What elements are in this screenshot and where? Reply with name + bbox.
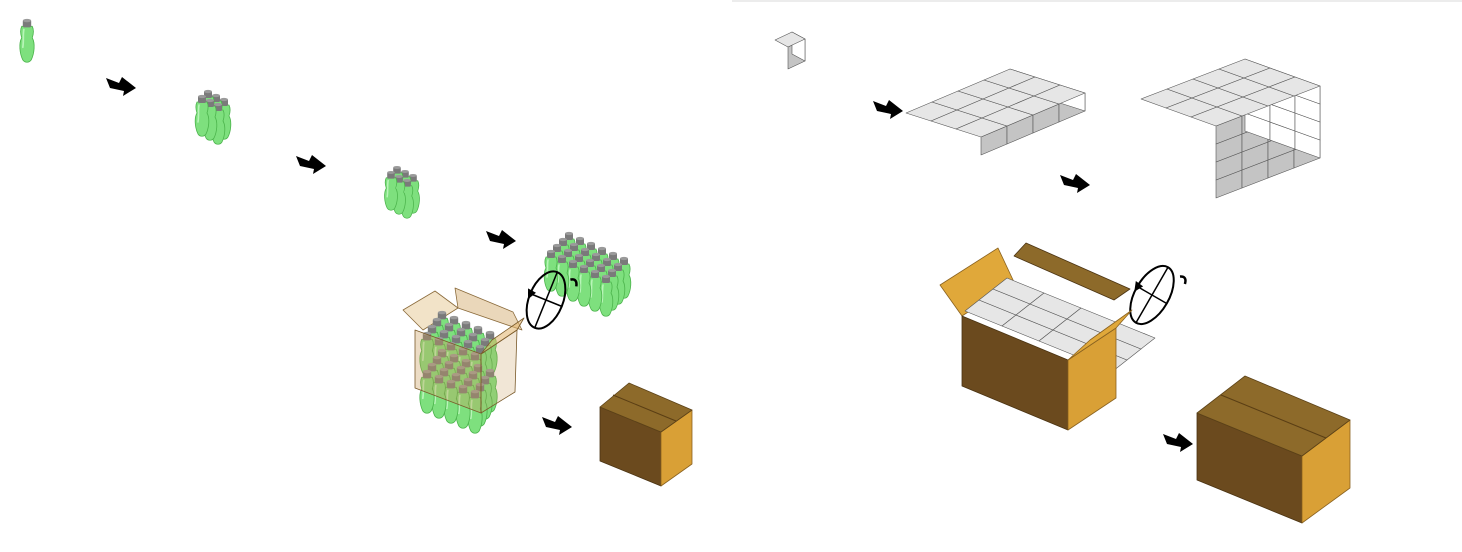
arrow-right-icon xyxy=(486,230,516,249)
bottle xyxy=(455,384,471,429)
rotate-icon xyxy=(525,270,578,330)
bottle xyxy=(543,249,559,292)
sealed-case-left xyxy=(599,382,693,487)
rotate-icon xyxy=(1129,265,1187,325)
arrow-right-icon xyxy=(296,155,326,174)
single-bottle xyxy=(19,18,35,63)
top-divider xyxy=(732,0,1462,2)
carton-layer xyxy=(905,68,1086,156)
bottle xyxy=(587,269,603,312)
arrow-right-icon xyxy=(542,416,572,435)
arrow-right-icon xyxy=(1163,433,1193,452)
bottle xyxy=(19,18,35,63)
open-case-bottles xyxy=(402,287,525,434)
bottle xyxy=(598,274,614,317)
arrow-right-icon xyxy=(106,77,136,96)
bottle-layer xyxy=(543,231,632,317)
bottle-group-six xyxy=(194,89,232,145)
sealed-case-right xyxy=(1196,375,1351,524)
bottle xyxy=(467,389,483,434)
bottle xyxy=(194,94,210,137)
arrow-right-icon xyxy=(1060,174,1090,193)
arrow-right-icon xyxy=(873,100,903,119)
bottle xyxy=(419,369,435,414)
bottle-group-six-b xyxy=(384,165,420,219)
single-carton xyxy=(774,31,806,70)
bottle xyxy=(565,259,581,302)
bottle xyxy=(443,379,459,424)
open-case-cartons xyxy=(939,242,1156,431)
carton-stack xyxy=(1140,58,1321,199)
bottle xyxy=(431,374,447,419)
bottle xyxy=(384,170,398,211)
